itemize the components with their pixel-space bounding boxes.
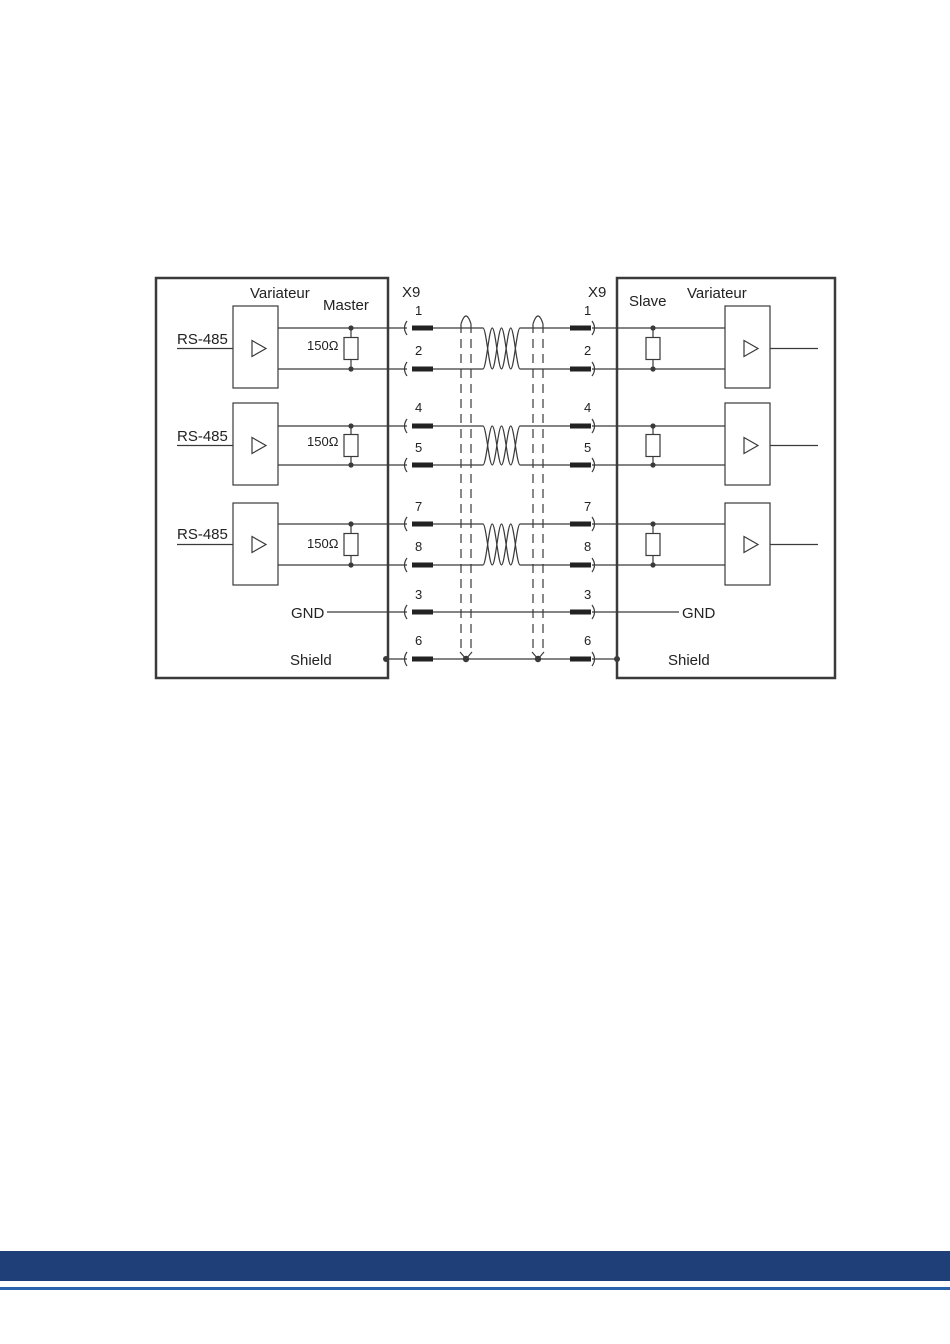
channel-2-slave-junction-bottom bbox=[650, 462, 655, 467]
channel-3-slave-junction-top bbox=[650, 521, 655, 526]
channel-3-slave-junction-bottom bbox=[650, 562, 655, 567]
channel-2-master-resistor bbox=[344, 435, 358, 457]
shield-slave-contact-pin bbox=[570, 657, 591, 662]
channel-3-master-contact-bottom-pin bbox=[412, 563, 433, 568]
channel-2-master-contact-top-pin bbox=[412, 424, 433, 429]
channel-1-slave-contact-top-pin bbox=[570, 326, 591, 331]
master-role-label: Master bbox=[323, 297, 369, 314]
slave-pin-6: 6 bbox=[584, 633, 591, 648]
slave-pin-7: 7 bbox=[584, 499, 591, 514]
channel-1-master-contact-bottom-pin bbox=[412, 367, 433, 372]
cable-shield-right bbox=[533, 324, 543, 650]
cable-shield-top-left bbox=[461, 316, 471, 324]
channel-3-slave-driver-box bbox=[725, 503, 770, 585]
slave-pin-1: 1 bbox=[584, 303, 591, 318]
master-shield-label: Shield bbox=[290, 652, 332, 669]
slave-pin-8: 8 bbox=[584, 539, 591, 554]
rs485-label-2: RS-485 bbox=[177, 428, 228, 445]
slave-pin-2: 2 bbox=[584, 343, 591, 358]
gnd-slave-contact-pin bbox=[570, 610, 591, 615]
resistor-label-2: 150Ω bbox=[307, 434, 339, 449]
master-pin-3: 3 bbox=[415, 587, 422, 602]
master-pin-8: 8 bbox=[415, 539, 422, 554]
channel-2-master-contact-bottom-pin bbox=[412, 463, 433, 468]
master-connector-label: X9 bbox=[402, 284, 420, 301]
resistor-label-1: 150Ω bbox=[307, 338, 339, 353]
master-pin-7: 7 bbox=[415, 499, 422, 514]
rs485-label-3: RS-485 bbox=[177, 526, 228, 543]
resistor-label-3: 150Ω bbox=[307, 536, 339, 551]
channel-1-slave-resistor bbox=[646, 338, 660, 360]
channel-3-slave-contact-bottom-pin bbox=[570, 563, 591, 568]
channel-3-twisted-pair-a bbox=[483, 524, 520, 565]
master-pin-1: 1 bbox=[415, 303, 422, 318]
slave-role-label: Slave bbox=[629, 293, 667, 310]
channel-1-twisted-pair-a bbox=[483, 328, 520, 369]
channel-3-master-junction-top bbox=[348, 521, 353, 526]
master-pin-5: 5 bbox=[415, 440, 422, 455]
channel-1-slave-contact-bottom-pin bbox=[570, 367, 591, 372]
channel-1-slave-junction-bottom bbox=[650, 366, 655, 371]
slave-pin-5: 5 bbox=[584, 440, 591, 455]
channel-2-slave-resistor bbox=[646, 435, 660, 457]
footer-line bbox=[0, 1287, 950, 1290]
channel-1-slave-junction-top bbox=[650, 325, 655, 330]
channel-3-master-resistor bbox=[344, 534, 358, 556]
channel-1-master-contact-top-pin bbox=[412, 326, 433, 331]
cable-shield-top-right bbox=[533, 316, 543, 324]
shield-slave-junction bbox=[614, 656, 620, 662]
channel-2-slave-driver-box bbox=[725, 403, 770, 485]
channel-2-twisted-pair-a bbox=[483, 426, 520, 465]
channel-3-slave-resistor bbox=[646, 534, 660, 556]
channel-2-twisted-pair-b bbox=[483, 426, 520, 465]
slave-pin-4: 4 bbox=[584, 400, 591, 415]
channel-3-master-junction-bottom bbox=[348, 562, 353, 567]
gnd-master-contact-pin bbox=[412, 610, 433, 615]
channel-2-slave-contact-top-pin bbox=[570, 424, 591, 429]
footer-band bbox=[0, 1251, 950, 1281]
slave-gnd-label: GND bbox=[682, 605, 716, 622]
master-gnd-label: GND bbox=[291, 605, 325, 622]
slave-connector-label: X9 bbox=[588, 284, 606, 301]
slave-pin-3: 3 bbox=[584, 587, 591, 602]
channel-1-slave-driver-box bbox=[725, 306, 770, 388]
master-pin-2: 2 bbox=[415, 343, 422, 358]
slave-title: Variateur bbox=[687, 285, 747, 302]
channel-3-slave-contact-top-pin bbox=[570, 522, 591, 527]
channel-2-master-junction-bottom bbox=[348, 462, 353, 467]
channel-3-master-driver-box bbox=[233, 503, 278, 585]
rs485-label-1: RS-485 bbox=[177, 331, 228, 348]
channel-1-master-junction-top bbox=[348, 325, 353, 330]
channel-2-slave-contact-bottom-pin bbox=[570, 463, 591, 468]
shield-master-contact-pin bbox=[412, 657, 433, 662]
channel-1-master-junction-bottom bbox=[348, 366, 353, 371]
channel-1-master-driver-box bbox=[233, 306, 278, 388]
master-title: Variateur bbox=[250, 285, 310, 302]
channel-2-master-junction-top bbox=[348, 423, 353, 428]
master-pin-6: 6 bbox=[415, 633, 422, 648]
channel-1-master-resistor bbox=[344, 338, 358, 360]
channel-3-master-contact-top-pin bbox=[412, 522, 433, 527]
channel-3-twisted-pair-b bbox=[483, 524, 520, 565]
channel-2-slave-junction-top bbox=[650, 423, 655, 428]
cable-shield-left bbox=[461, 324, 471, 650]
master-pin-4: 4 bbox=[415, 400, 422, 415]
channel-1-twisted-pair-b bbox=[483, 328, 520, 369]
channel-2-master-driver-box bbox=[233, 403, 278, 485]
slave-shield-label: Shield bbox=[668, 652, 710, 669]
shield-master-junction bbox=[383, 656, 389, 662]
